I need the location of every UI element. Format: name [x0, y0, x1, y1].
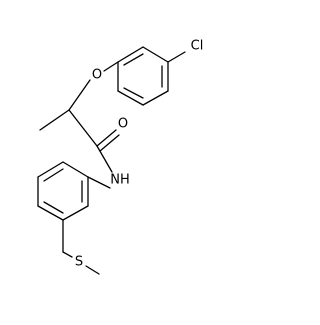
atom-o-carbonyl: O	[118, 117, 128, 132]
atom-labels: O O NH Cl S	[75, 39, 203, 270]
bond	[43, 168, 64, 182]
bond	[37, 205, 64, 221]
bond	[96, 145, 113, 173]
bond	[123, 87, 144, 99]
bond	[99, 134, 120, 152]
bond-lines	[37, 46, 186, 275]
bond	[62, 205, 89, 221]
bond	[117, 90, 144, 106]
bond	[43, 201, 64, 214]
bond	[142, 90, 169, 106]
bond	[123, 53, 144, 66]
bond	[87, 176, 111, 189]
atom-o-ether: O	[92, 68, 102, 83]
atom-nh: NH	[110, 173, 130, 188]
bond	[68, 109, 98, 147]
bond	[37, 161, 64, 178]
bond	[96, 129, 117, 147]
bond	[117, 46, 144, 63]
bond	[39, 109, 70, 131]
bond	[68, 79, 91, 111]
bond	[103, 61, 119, 72]
atom-s: S	[75, 255, 83, 270]
bond	[62, 161, 89, 178]
bond	[167, 51, 186, 63]
bond	[142, 46, 169, 63]
bond	[85, 265, 100, 275]
bond	[62, 251, 73, 258]
chemical-structure-diagram: O O NH Cl S	[37, 39, 203, 275]
atom-cl: Cl	[191, 39, 204, 54]
